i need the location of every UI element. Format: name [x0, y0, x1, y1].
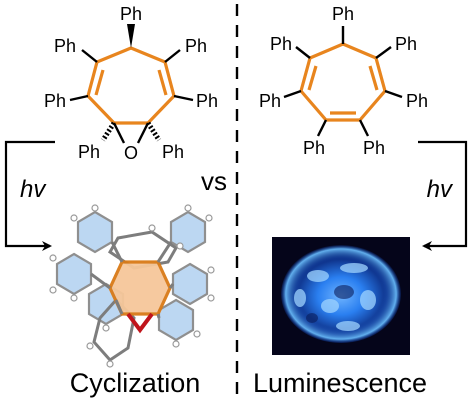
left-reaction-arrow [4, 140, 55, 251]
left-light-label: hv [20, 176, 47, 203]
right-ph-upper-left: Ph [270, 34, 292, 54]
left-caption: Cyclization [70, 368, 201, 398]
right-molecule-structure: Ph Ph Ph Ph Ph Ph Ph [259, 4, 428, 158]
link-bond-6 [114, 299, 124, 315]
bright-spot-4 [360, 290, 376, 310]
right-bond-c6 [316, 119, 328, 137]
left-ph-top: Ph [120, 4, 142, 24]
phenyl-ring-2 [55, 252, 93, 296]
left-ph-bottom-left: Ph [78, 142, 100, 162]
right-double-bond-2 [368, 65, 379, 91]
hydrogen-2 [70, 214, 78, 222]
right-ph-mid-left: Ph [259, 91, 281, 111]
bright-spot-1 [307, 270, 329, 282]
bright-spot-5 [294, 289, 306, 307]
dark-patches [306, 285, 354, 323]
left-hash-bond-left [100, 121, 117, 142]
hydrogen-atoms [49, 204, 215, 368]
right-light-label: hv [427, 176, 454, 203]
right-bond-c5 [384, 89, 403, 99]
link-bond-3 [156, 241, 173, 263]
left-ph-bottom-right: Ph [162, 142, 184, 162]
left-wedge-bond [127, 24, 135, 48]
hydrogen-3 [49, 254, 57, 262]
right-bond-c2 [295, 46, 311, 59]
left-ph-mid-right: Ph [196, 91, 218, 111]
hydrogen-12 [102, 324, 110, 332]
oxygen-bridge [126, 312, 154, 334]
left-epoxide-bond-left [112, 122, 126, 144]
bright-spot-2 [340, 263, 368, 273]
link-bond-2 [90, 272, 111, 290]
link-bond-4 [168, 283, 175, 289]
hydrogen-9 [207, 294, 215, 302]
left-ph-mid-left: Ph [44, 91, 66, 111]
luminescence-photo [272, 237, 410, 355]
link-bond-1 [110, 241, 124, 263]
hydrogen-8 [207, 266, 215, 274]
phenyl-ring-5 [171, 262, 209, 306]
dark-patch-2 [306, 313, 318, 323]
bright-spot-6 [336, 321, 360, 331]
hydrogen-4 [49, 286, 57, 294]
hydrogen-16 [148, 224, 156, 232]
bright-crystal-spots [294, 263, 376, 331]
right-ph-bottom-right: Ph [363, 138, 385, 158]
hydrogen-6 [184, 204, 192, 212]
right-bond-c4 [283, 89, 302, 99]
right-bond-c3 [375, 46, 392, 59]
left-bond-c3 [164, 49, 181, 63]
dark-patch-1 [334, 285, 354, 299]
right-double-bond-1 [307, 65, 318, 91]
right-caption: Luminescence [253, 368, 427, 398]
hydrogen-14 [86, 342, 94, 350]
left-double-bond-1 [94, 69, 105, 96]
phenyl-ring-7 [108, 230, 178, 270]
comparison-label: vs [201, 166, 227, 196]
right-cycloheptatriene-ring [299, 42, 387, 122]
phenyl-ring-1 [76, 210, 114, 254]
hydrogen-10 [193, 330, 201, 338]
left-hash-bond-right [145, 121, 162, 142]
hydrogen-1 [91, 204, 99, 212]
hydrogen-7 [205, 214, 213, 222]
left-epoxide-bond-right [136, 122, 150, 144]
left-molecule-structure: Ph Ph Ph Ph Ph Ph Ph O [44, 4, 218, 163]
phenyl-ring-6 [157, 298, 195, 342]
hydrogen-13 [106, 360, 114, 368]
phenyl-rings [55, 210, 209, 342]
right-ph-mid-right: Ph [406, 91, 428, 111]
hydrogen-5 [70, 294, 78, 302]
cyclization-product-3d-model [49, 204, 215, 368]
link-bond-5 [156, 313, 161, 319]
right-ph-top: Ph [332, 4, 354, 24]
phenyl-ring-4 [169, 210, 207, 254]
left-bond-c4 [69, 94, 89, 102]
right-ph-upper-right: Ph [395, 34, 417, 54]
right-ph-bottom-left: Ph [303, 138, 325, 158]
right-excitation-arrow [418, 140, 468, 251]
left-ph-upper-right: Ph [185, 36, 207, 56]
hydrogen-15 [176, 242, 184, 250]
bright-spot-3 [321, 299, 339, 313]
left-bond-c2 [81, 49, 98, 63]
connecting-bonds [90, 241, 175, 319]
left-epoxide-oxygen: O [124, 143, 138, 163]
hydrogen-11 [172, 340, 180, 348]
right-bond-c7 [358, 119, 370, 137]
left-ph-upper-left: Ph [54, 36, 76, 56]
left-double-bond-2 [157, 69, 168, 96]
left-bond-c5 [173, 94, 194, 102]
left-cycloheptatriene-ring [86, 46, 176, 125]
